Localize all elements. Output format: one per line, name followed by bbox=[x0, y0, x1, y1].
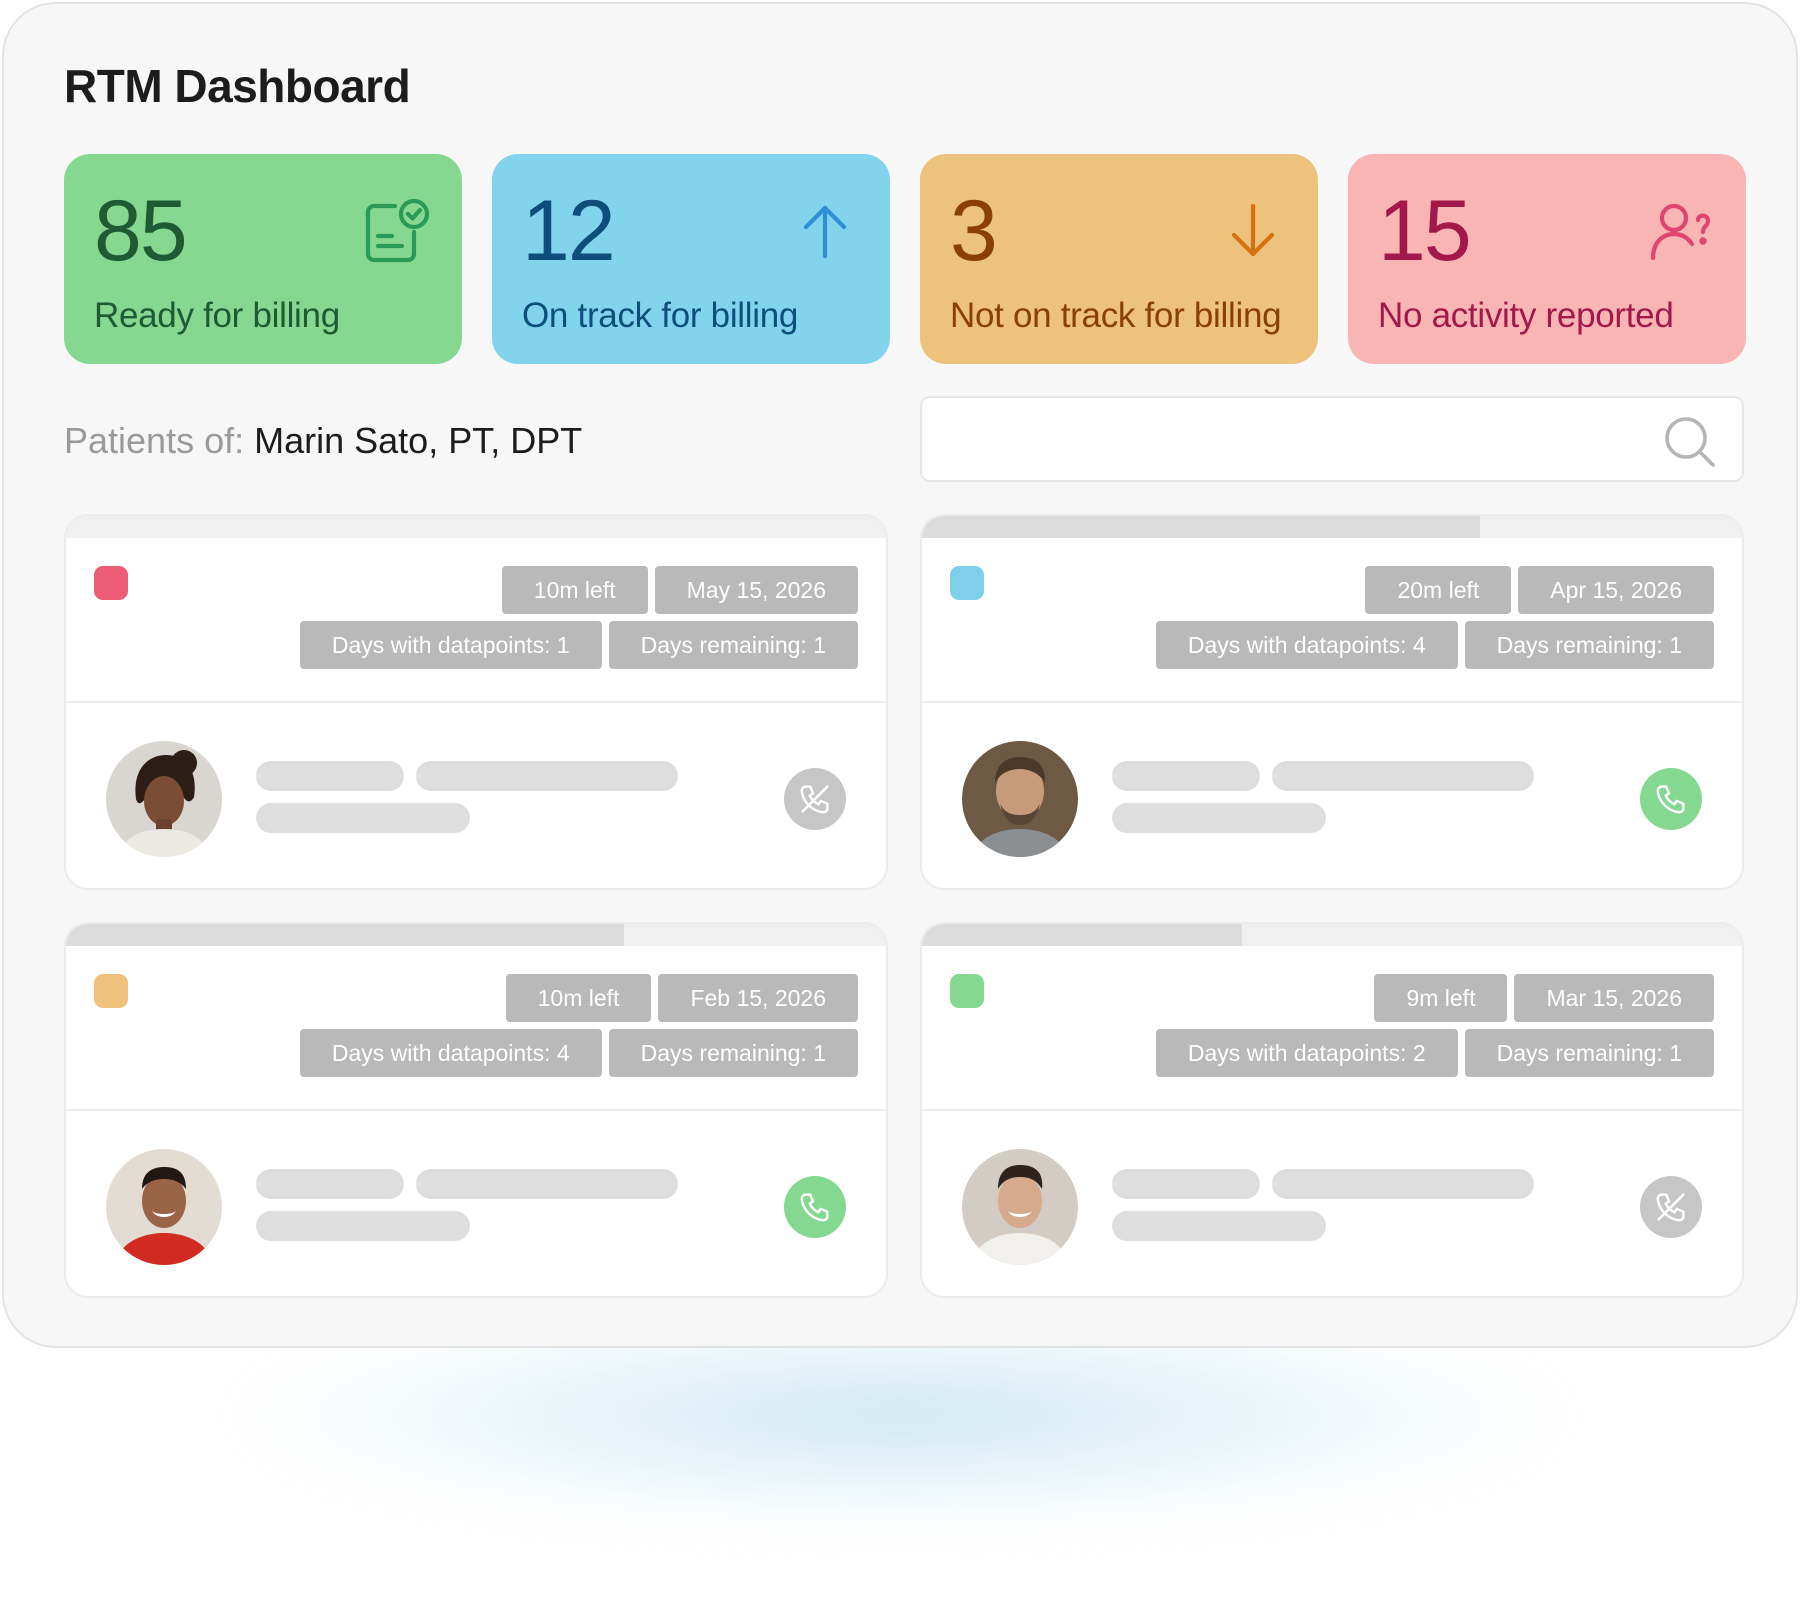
name-placeholder bbox=[1272, 761, 1534, 791]
name-placeholder bbox=[256, 1169, 404, 1199]
days-with-datapoints-badge: Days with datapoints: 4 bbox=[299, 1029, 602, 1077]
page-title: RTM Dashboard bbox=[64, 60, 411, 112]
search-input[interactable] bbox=[922, 398, 1742, 480]
provider-filter-label: Patients of: Marin Sato, PT, DPT bbox=[64, 420, 582, 462]
days-remaining-badge: Days remaining: 1 bbox=[1464, 1029, 1714, 1077]
patient-avatar bbox=[962, 741, 1078, 857]
stat-label: Ready for billing bbox=[94, 296, 340, 335]
name-placeholder bbox=[416, 1169, 678, 1199]
detail-placeholder bbox=[1112, 803, 1326, 833]
dashboard-window: RTM Dashboard 85 Ready for billing 12 On… bbox=[2, 2, 1798, 1348]
stat-label: On track for billing bbox=[522, 296, 799, 335]
patient-card[interactable]: 9m left Mar 15, 2026 Days with datapoint… bbox=[920, 922, 1744, 1298]
time-left-badge: 10m left bbox=[505, 974, 652, 1022]
stat-value: 85 bbox=[94, 183, 188, 279]
card-divider bbox=[922, 701, 1742, 703]
clipboard-check-icon bbox=[365, 198, 430, 263]
patient-avatar bbox=[962, 1149, 1078, 1265]
time-left-badge: 20m left bbox=[1365, 566, 1512, 614]
days-with-datapoints-badge: Days with datapoints: 4 bbox=[1155, 621, 1458, 669]
days-remaining-badge: Days remaining: 1 bbox=[1464, 621, 1714, 669]
patient-card[interactable]: 20m left Apr 15, 2026 Days with datapoin… bbox=[920, 514, 1744, 890]
name-placeholder bbox=[416, 761, 678, 791]
detail-placeholder bbox=[1112, 1211, 1326, 1241]
stat-card-on-track[interactable]: 12 On track for billing bbox=[492, 154, 890, 364]
patient-avatar bbox=[106, 741, 222, 857]
stat-card-not-on-track[interactable]: 3 Not on track for billing bbox=[920, 154, 1318, 364]
card-divider bbox=[66, 701, 886, 703]
progress-bar bbox=[66, 924, 886, 946]
stat-value: 15 bbox=[1378, 183, 1472, 279]
stat-card-ready-for-billing[interactable]: 85 Ready for billing bbox=[64, 154, 462, 364]
status-indicator bbox=[94, 974, 128, 1008]
phone-off-icon bbox=[1656, 1193, 1685, 1222]
call-button[interactable] bbox=[1640, 1176, 1702, 1238]
progress-bar bbox=[922, 924, 1742, 946]
progress-bar-fill bbox=[922, 516, 1480, 538]
date-badge: May 15, 2026 bbox=[654, 566, 858, 614]
stat-value: 12 bbox=[522, 183, 616, 279]
call-button[interactable] bbox=[784, 1176, 846, 1238]
card-divider bbox=[66, 1109, 886, 1111]
status-indicator bbox=[94, 566, 128, 600]
progress-bar bbox=[66, 516, 886, 538]
days-remaining-badge: Days remaining: 1 bbox=[608, 621, 858, 669]
status-indicator bbox=[950, 566, 984, 600]
patient-avatar bbox=[106, 1149, 222, 1265]
arrow-down-icon bbox=[1231, 203, 1275, 257]
detail-placeholder bbox=[256, 803, 470, 833]
patients-of-prefix: Patients of: bbox=[64, 420, 245, 461]
days-with-datapoints-badge: Days with datapoints: 2 bbox=[1155, 1029, 1458, 1077]
time-left-badge: 10m left bbox=[501, 566, 648, 614]
search-box[interactable] bbox=[920, 396, 1744, 482]
name-placeholder bbox=[1272, 1169, 1534, 1199]
phone-off-icon bbox=[800, 785, 829, 814]
phone-icon bbox=[800, 1193, 829, 1222]
user-question-icon bbox=[1650, 203, 1711, 261]
days-with-datapoints-badge: Days with datapoints: 1 bbox=[299, 621, 602, 669]
status-indicator bbox=[950, 974, 984, 1008]
days-remaining-badge: Days remaining: 1 bbox=[608, 1029, 858, 1077]
name-placeholder bbox=[1112, 761, 1260, 791]
progress-bar-fill bbox=[922, 924, 1242, 946]
progress-bar-fill bbox=[66, 924, 624, 946]
card-divider bbox=[922, 1109, 1742, 1111]
patient-card[interactable]: 10m left May 15, 2026 Days with datapoin… bbox=[64, 514, 888, 890]
progress-bar bbox=[922, 516, 1742, 538]
date-badge: Apr 15, 2026 bbox=[1518, 566, 1714, 614]
name-placeholder bbox=[1112, 1169, 1260, 1199]
call-button[interactable] bbox=[784, 768, 846, 830]
stat-card-no-activity[interactable]: 15 No activity reported bbox=[1348, 154, 1746, 364]
patient-card[interactable]: 10m left Feb 15, 2026 Days with datapoin… bbox=[64, 922, 888, 1298]
stat-label: No activity reported bbox=[1378, 296, 1674, 335]
phone-icon bbox=[1656, 785, 1685, 814]
time-left-badge: 9m left bbox=[1374, 974, 1508, 1022]
date-badge: Mar 15, 2026 bbox=[1514, 974, 1714, 1022]
date-badge: Feb 15, 2026 bbox=[658, 974, 858, 1022]
call-button[interactable] bbox=[1640, 768, 1702, 830]
provider-name: Marin Sato, PT, DPT bbox=[254, 420, 583, 461]
name-placeholder bbox=[256, 761, 404, 791]
stat-label: Not on track for billing bbox=[950, 296, 1282, 335]
detail-placeholder bbox=[256, 1211, 470, 1241]
stat-value: 3 bbox=[950, 183, 998, 279]
search-icon[interactable] bbox=[1664, 416, 1716, 468]
arrow-up-icon bbox=[803, 205, 847, 259]
